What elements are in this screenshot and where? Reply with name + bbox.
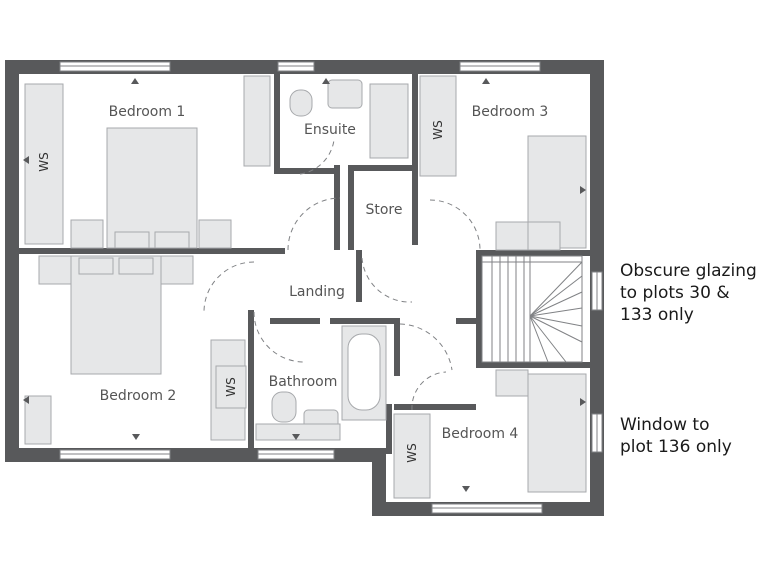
note-window-line-2: plot 136 only: [620, 437, 732, 457]
bedside-b2-right: [160, 255, 194, 285]
pillow-b1-l: [114, 231, 150, 249]
chest-bedroom1: [243, 75, 271, 167]
wardrobe-bedroom2: [215, 365, 247, 409]
room-label-bedroom3: Bedroom 3: [472, 104, 549, 120]
furniture: [24, 75, 587, 499]
pillow-b2-r: [118, 257, 154, 275]
wardrobe-label-bedroom1: WS: [37, 152, 51, 171]
marker-arrows: [23, 78, 586, 492]
bathroom-worktop: [255, 423, 341, 441]
door-swings: [203, 139, 481, 411]
note-obscure-line-1: Obscure glazing: [620, 261, 757, 281]
wall-left: [5, 60, 19, 462]
bedside-b1-right: [198, 219, 232, 249]
note-obscure-glazing: Obscure glazing to plots 30 & 133 only: [620, 260, 768, 326]
wardrobe-label-bedroom4: WS: [405, 443, 419, 462]
wardrobe-bedroom3: [419, 75, 457, 177]
toilet-ensuite: [289, 89, 313, 117]
wardrobe-label-bedroom3: WS: [431, 120, 445, 139]
bed-bedroom1: [106, 127, 198, 249]
room-label-landing: Landing: [289, 284, 345, 300]
pillow-b1-r: [154, 231, 190, 249]
bedside-b3: [495, 221, 529, 251]
bed-bedroom2: [70, 255, 162, 375]
bedside-b4: [495, 369, 529, 397]
toilet-bathroom: [271, 391, 297, 423]
wardrobe-bedroom4: [393, 413, 431, 499]
room-label-bedroom4: Bedroom 4: [442, 426, 519, 442]
internal-walls: [19, 74, 590, 454]
bedside-b2-left: [38, 255, 72, 285]
pillow-b2-l: [78, 257, 114, 275]
bedside-b3-2: [527, 221, 561, 251]
room-label-bathroom: Bathroom: [269, 374, 338, 390]
room-label-bedroom1: Bedroom 1: [109, 104, 186, 120]
room-label-bedroom2: Bedroom 2: [100, 388, 177, 404]
wardrobe-bedroom1: [24, 83, 64, 245]
wall-step-vertical: [372, 448, 386, 516]
room-label-store: Store: [365, 202, 402, 218]
window-mullions: [60, 65, 598, 509]
note-obscure-line-2: to plots 30 &: [620, 283, 730, 303]
bath-inner: [347, 333, 381, 411]
note-window-plot: Window to plot 136 only: [620, 414, 768, 458]
chest-bedroom2: [24, 395, 52, 445]
staircase: [481, 255, 583, 363]
wardrobe-label-bedroom2: WS: [224, 377, 238, 396]
room-label-ensuite: Ensuite: [304, 122, 356, 138]
note-obscure-line-3: 133 only: [620, 305, 694, 325]
shower-ensuite: [369, 83, 409, 159]
note-window-line-1: Window to: [620, 415, 710, 435]
bed-bedroom4: [527, 373, 587, 493]
basin-ensuite: [327, 79, 363, 109]
bedside-b1-left: [70, 219, 104, 249]
